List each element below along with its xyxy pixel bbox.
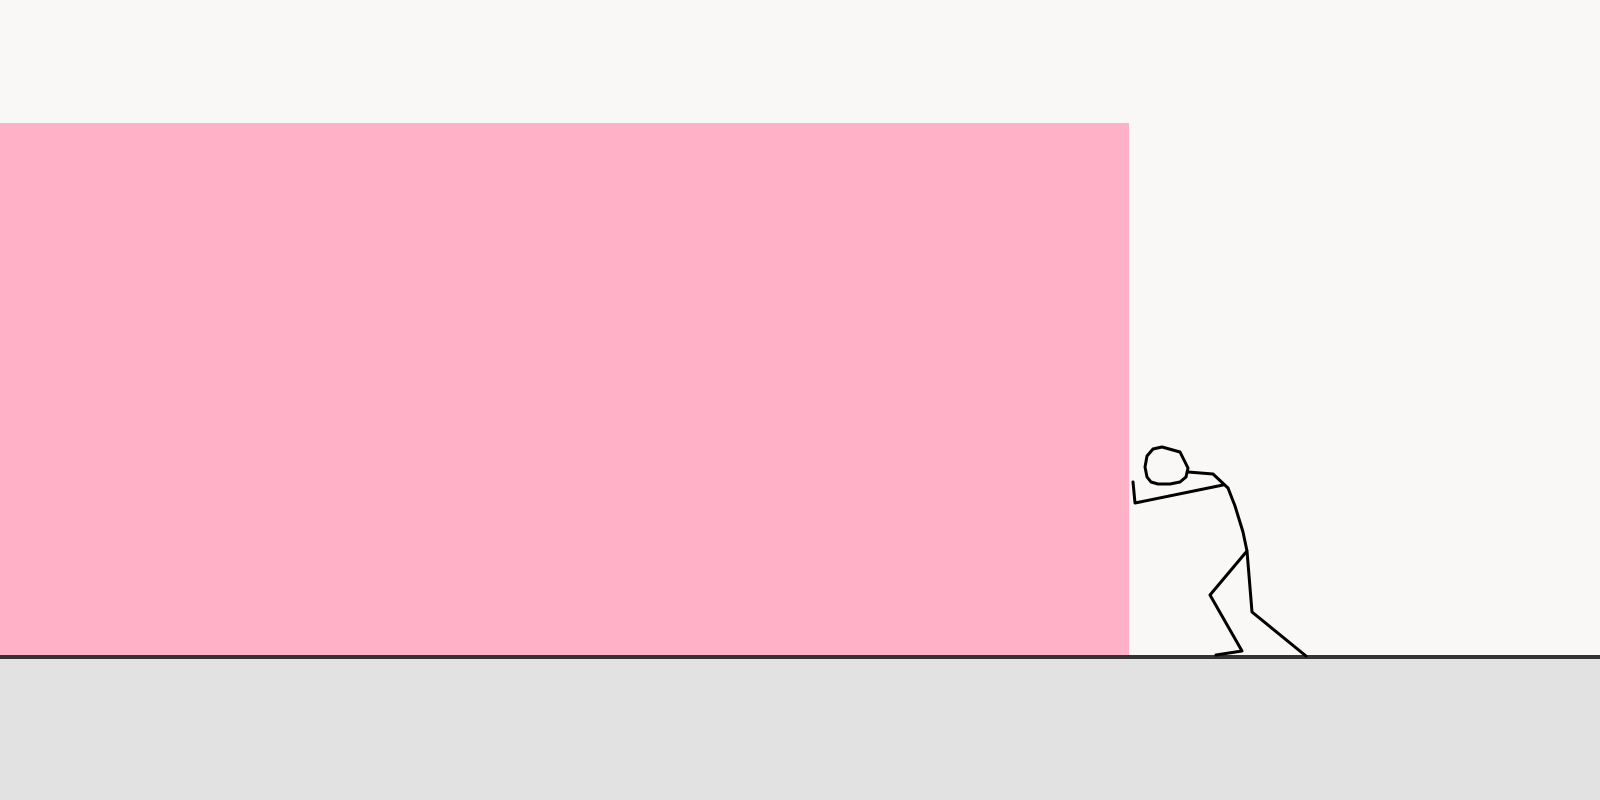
stick-figure-arm <box>1131 480 1225 505</box>
ground <box>0 658 1600 800</box>
ground-line <box>0 655 1600 659</box>
pink-block <box>0 123 1129 656</box>
stick-figure-leg-front <box>1208 549 1249 657</box>
stick-figure-neck <box>1186 470 1230 490</box>
stick-figure-torso <box>1226 486 1249 553</box>
stick-figure-head <box>1143 445 1190 486</box>
stick-figure-leg-back <box>1245 549 1308 658</box>
